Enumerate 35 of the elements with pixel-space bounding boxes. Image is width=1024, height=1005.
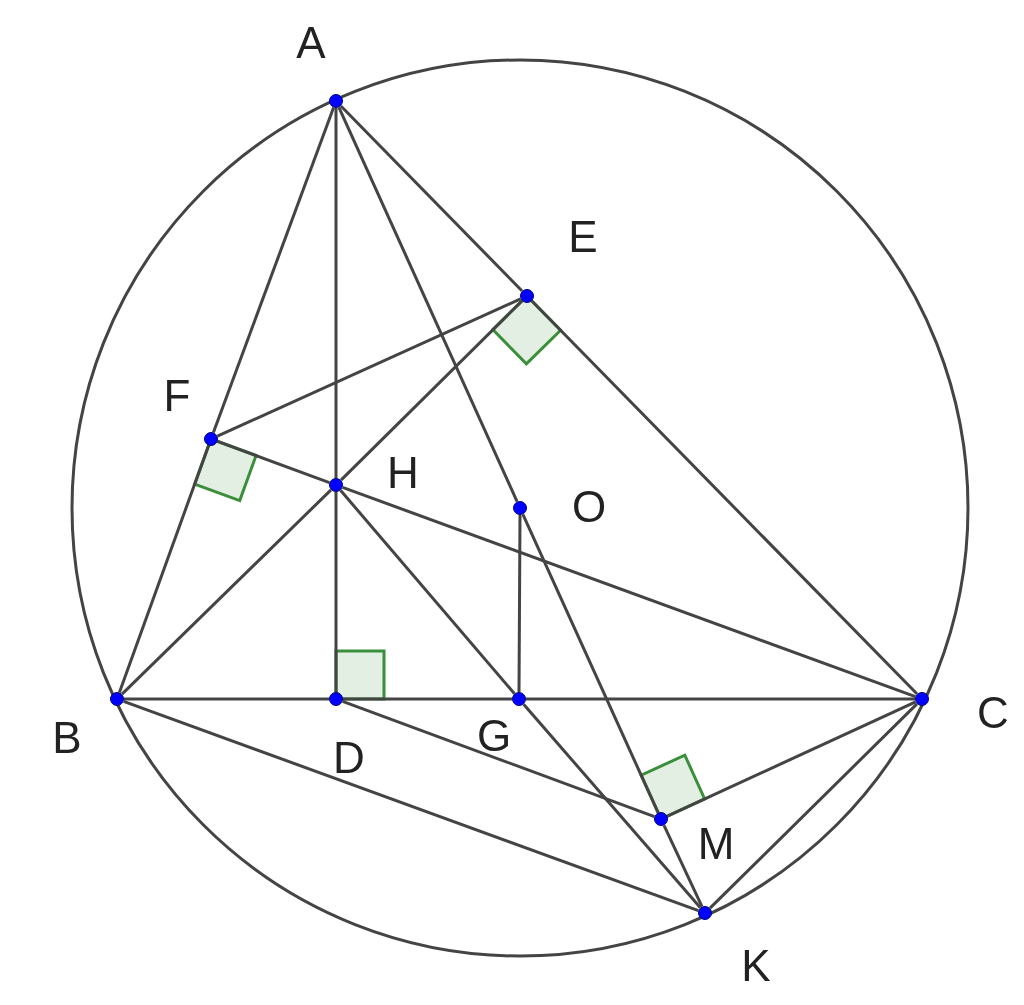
point-label: F bbox=[163, 374, 191, 418]
line-segment bbox=[666, 700, 917, 818]
line-segment bbox=[662, 824, 704, 908]
line-segment bbox=[521, 513, 660, 814]
line-segment bbox=[123, 700, 699, 912]
line-segment bbox=[337, 106, 519, 503]
line-segment bbox=[342, 700, 655, 818]
line-segment bbox=[120, 488, 333, 696]
line-segment bbox=[118, 445, 210, 693]
line-segment bbox=[212, 107, 335, 433]
point-label: O bbox=[571, 485, 607, 529]
line-segment bbox=[708, 702, 919, 910]
point-label: D bbox=[333, 736, 365, 780]
point-label: E bbox=[568, 215, 598, 259]
line-segment bbox=[124, 697, 329, 701]
point-label: H bbox=[387, 451, 419, 495]
point-label: G bbox=[476, 714, 512, 758]
line-segment bbox=[526, 697, 915, 701]
line-segment bbox=[517, 515, 522, 692]
line-segment bbox=[334, 492, 338, 692]
point-label: B bbox=[52, 716, 82, 760]
line-segment bbox=[217, 440, 330, 484]
line-segment bbox=[339, 104, 524, 293]
line-segment bbox=[342, 486, 916, 698]
line-segment bbox=[339, 489, 516, 695]
line-segment bbox=[522, 703, 702, 909]
point-label: C bbox=[977, 691, 1009, 735]
line-segment bbox=[530, 299, 919, 696]
point-label: K bbox=[741, 944, 771, 988]
line-segment bbox=[334, 108, 338, 478]
point-label: A bbox=[296, 21, 326, 65]
point-label: M bbox=[697, 822, 735, 866]
line-segment bbox=[216, 297, 522, 438]
line-segment bbox=[343, 697, 512, 701]
line-segment bbox=[339, 299, 524, 482]
